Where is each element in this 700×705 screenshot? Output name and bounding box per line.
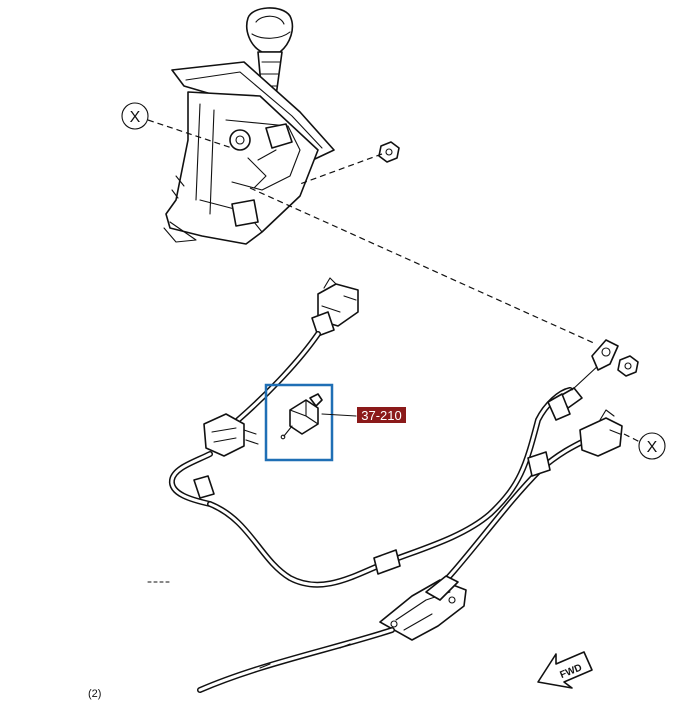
callout-label: 37-210 xyxy=(361,408,401,423)
leader-nut-top xyxy=(299,153,383,185)
nut-top xyxy=(378,141,400,163)
marker-x-top-label: X xyxy=(130,109,141,126)
switch-body xyxy=(289,399,319,435)
callout-background xyxy=(357,407,406,423)
reference-marker-x-top: X xyxy=(121,102,149,130)
callout-leader xyxy=(321,413,357,417)
shifter-assembly xyxy=(163,7,335,245)
footnote-label: (2) xyxy=(88,688,101,700)
switch-pin xyxy=(283,425,293,437)
fwd-arrow: FWD xyxy=(537,651,593,689)
reference-marker-x-right: X xyxy=(623,432,666,460)
highlighted-part[interactable] xyxy=(264,383,357,462)
alignment-line xyxy=(249,187,597,345)
marker-x-right-label: X xyxy=(647,439,658,456)
callout-badge[interactable]: 37-210 xyxy=(357,407,406,423)
cable-assembly xyxy=(169,277,639,693)
highlight-box xyxy=(264,383,334,462)
leader-x-top xyxy=(147,119,233,149)
